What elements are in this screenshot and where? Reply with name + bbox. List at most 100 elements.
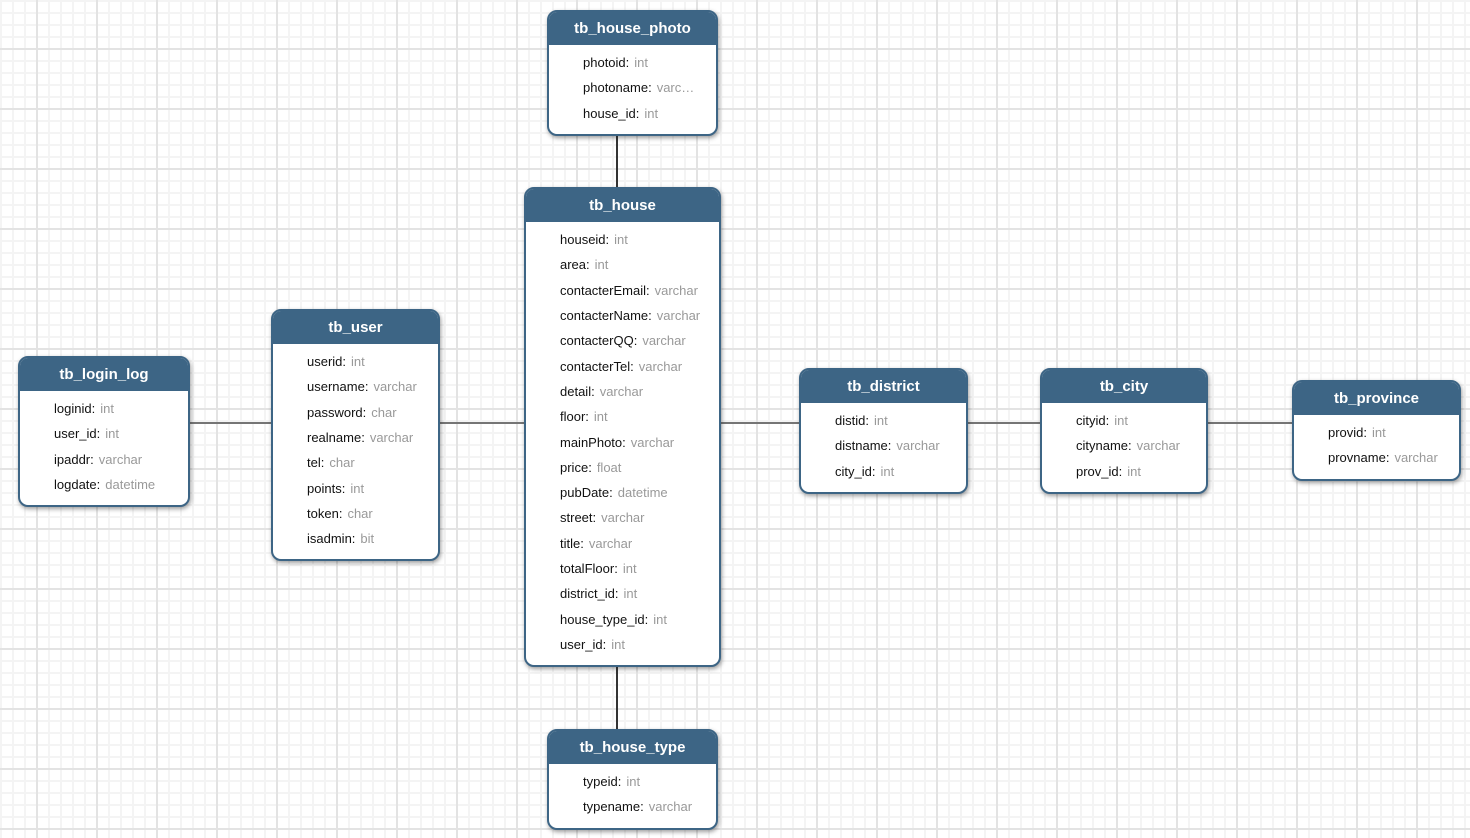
- table-field-row[interactable]: contacterEmail varchar: [560, 278, 713, 303]
- table-title[interactable]: tb_login_log: [20, 358, 188, 391]
- field-name: isadmin: [307, 531, 355, 546]
- table-title[interactable]: tb_city: [1042, 370, 1206, 403]
- table-field-row[interactable]: contacterTel varchar: [560, 353, 713, 378]
- field-type: int: [351, 354, 365, 370]
- table-title[interactable]: tb_house: [526, 189, 719, 222]
- table-field-row[interactable]: ipaddr varchar: [54, 447, 182, 472]
- table-field-list: houseid int area int contacterEmail varc…: [526, 222, 719, 665]
- table-field-row[interactable]: mainPhoto varchar: [560, 429, 713, 454]
- table-field-row[interactable]: provid int: [1328, 420, 1453, 445]
- field-name: ipaddr: [54, 452, 94, 467]
- table-field-list: cityid int cityname varchar prov_id int: [1042, 403, 1206, 492]
- table-field-row[interactable]: totalFloor int: [560, 556, 713, 581]
- table-field-row[interactable]: houseid int: [560, 227, 713, 252]
- field-name: price: [560, 460, 592, 475]
- table-field-row[interactable]: street varchar: [560, 505, 713, 530]
- field-type: varchar: [630, 434, 675, 450]
- table-title[interactable]: tb_house_photo: [549, 12, 716, 45]
- field-type: int: [623, 586, 638, 602]
- table-field-row[interactable]: contacterQQ varchar: [560, 328, 713, 353]
- table-tb_house[interactable]: tb_house houseid int area int contacterE…: [524, 187, 721, 668]
- table-field-row[interactable]: typeid int: [583, 769, 710, 794]
- field-type: char: [329, 455, 355, 471]
- table-field-row[interactable]: typename varchar: [583, 794, 710, 819]
- table-field-row[interactable]: username varchar: [307, 374, 432, 399]
- table-field-row[interactable]: isadmin bit: [307, 526, 432, 551]
- table-field-row[interactable]: user_id int: [54, 421, 182, 446]
- table-field-row[interactable]: pubDate datetime: [560, 480, 713, 505]
- field-name: photoid: [583, 55, 629, 70]
- table-field-row[interactable]: detail varchar: [560, 379, 713, 404]
- table-field-row[interactable]: price float: [560, 455, 713, 480]
- table-field-row[interactable]: photoname varc…: [583, 75, 710, 100]
- field-type: int: [626, 774, 641, 790]
- field-type: int: [105, 426, 119, 442]
- field-type: varchar: [588, 535, 633, 551]
- table-field-row[interactable]: realname varchar: [307, 425, 432, 450]
- field-type: varchar: [896, 438, 940, 454]
- table-field-row[interactable]: logdate datetime: [54, 472, 182, 497]
- relationship-tb_city-tb_province[interactable]: [1203, 422, 1297, 424]
- relationship-tb_district-tb_city[interactable]: [963, 422, 1045, 424]
- field-type: varchar: [373, 379, 417, 395]
- relationship-tb_user-tb_house[interactable]: [435, 422, 529, 424]
- table-field-row[interactable]: prov_id int: [1076, 459, 1200, 484]
- field-name: title: [560, 536, 584, 551]
- table-field-row[interactable]: token char: [307, 501, 432, 526]
- table-field-row[interactable]: distname varchar: [835, 433, 960, 458]
- table-field-row[interactable]: photoid int: [583, 50, 710, 75]
- table-field-row[interactable]: city_id int: [835, 459, 960, 484]
- field-name: prov_id: [1076, 464, 1122, 479]
- field-type: int: [593, 409, 608, 425]
- table-title[interactable]: tb_province: [1294, 382, 1459, 415]
- relationship-tb_house-tb_district[interactable]: [716, 422, 804, 424]
- field-type: int: [100, 401, 114, 417]
- field-name: contacterTel: [560, 359, 634, 374]
- table-field-row[interactable]: area int: [560, 252, 713, 277]
- table-tb_login_log[interactable]: tb_login_log loginid int user_id int ipa…: [18, 356, 190, 508]
- table-field-row[interactable]: title varchar: [560, 531, 713, 556]
- table-field-row[interactable]: cityname varchar: [1076, 433, 1200, 458]
- table-field-row[interactable]: loginid int: [54, 396, 182, 421]
- table-tb_district[interactable]: tb_district distid int distname varchar …: [799, 368, 968, 494]
- field-name: photoname: [583, 80, 652, 95]
- table-field-row[interactable]: district_id int: [560, 581, 713, 606]
- field-type: varchar: [369, 430, 414, 446]
- relationship-tb_house-tb_house_type[interactable]: [616, 660, 618, 735]
- table-field-row[interactable]: contacterName varchar: [560, 303, 713, 328]
- table-field-row[interactable]: tel char: [307, 450, 432, 475]
- table-tb_user[interactable]: tb_user userid int username varchar pass…: [271, 309, 440, 562]
- field-name: street: [560, 510, 596, 525]
- table-field-row[interactable]: points int: [307, 475, 432, 500]
- relationship-tb_login_log-tb_user[interactable]: [185, 422, 276, 424]
- table-field-row[interactable]: userid int: [307, 349, 432, 374]
- relationship-tb_house_photo-tb_house[interactable]: [616, 128, 618, 193]
- table-title[interactable]: tb_user: [273, 311, 438, 344]
- table-field-row[interactable]: house_type_id int: [560, 606, 713, 631]
- field-type: varchar: [98, 451, 143, 467]
- table-title[interactable]: tb_district: [801, 370, 966, 403]
- table-field-row[interactable]: user_id int: [560, 632, 713, 657]
- field-name: token: [307, 506, 342, 521]
- table-tb_house_type[interactable]: tb_house_type typeid int typename varcha…: [547, 729, 718, 830]
- field-name: user_id: [54, 426, 100, 441]
- table-field-row[interactable]: cityid int: [1076, 408, 1200, 433]
- field-name: house_id: [583, 106, 639, 121]
- table-field-row[interactable]: floor int: [560, 404, 713, 429]
- table-field-list: photoid int photoname varc… house_id int: [549, 45, 716, 134]
- table-field-row[interactable]: password char: [307, 400, 432, 425]
- table-field-list: distid int distname varchar city_id int: [801, 403, 966, 492]
- table-title[interactable]: tb_house_type: [549, 731, 716, 764]
- table-field-row[interactable]: distid int: [835, 408, 960, 433]
- table-field-row[interactable]: provname varchar: [1328, 445, 1453, 470]
- table-field-list: userid int username varchar password cha…: [273, 344, 438, 559]
- field-type: varc…: [656, 80, 695, 96]
- field-name: typename: [583, 799, 644, 814]
- table-tb_city[interactable]: tb_city cityid int cityname varchar prov…: [1040, 368, 1208, 494]
- table-field-row[interactable]: house_id int: [583, 101, 710, 126]
- field-type: int: [634, 55, 649, 71]
- table-tb_house_photo[interactable]: tb_house_photo photoid int photoname var…: [547, 10, 718, 136]
- table-tb_province[interactable]: tb_province provid int provname varchar: [1292, 380, 1461, 481]
- field-name: pubDate: [560, 485, 613, 500]
